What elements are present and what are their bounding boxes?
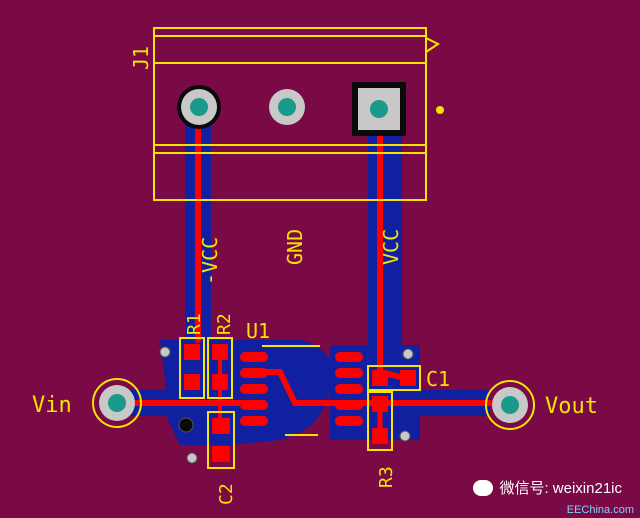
vias (159, 346, 414, 464)
r3-resistor (367, 391, 393, 451)
label-c1: C1 (426, 367, 450, 391)
j1-pad-gnd (269, 89, 305, 125)
label-j1: J1 (129, 46, 153, 70)
j1-pad-negvcc (177, 85, 221, 129)
label-neg-vcc: -VCC (198, 237, 222, 285)
label-vin: Vin (32, 393, 72, 418)
wechat-icon (473, 479, 494, 496)
c1-capacitor (367, 365, 421, 391)
pin1-marker-dot (436, 106, 444, 114)
label-gnd: GND (283, 229, 307, 265)
vin-pad (92, 378, 142, 428)
j1-connector (153, 27, 440, 201)
watermark: 微信号: weixin21ic (473, 477, 622, 498)
watermark-text: 微信号: weixin21ic (499, 480, 622, 497)
r1-resistor (179, 337, 205, 399)
r2-resistor (207, 337, 233, 399)
label-vout: Vout (545, 394, 598, 419)
u1-pads (240, 352, 363, 426)
label-r3: R3 (376, 466, 397, 488)
label-r1: R1 (184, 313, 205, 335)
j1-pad-vcc (352, 82, 406, 136)
u1-outline (262, 345, 320, 436)
label-u1: U1 (246, 319, 270, 343)
label-r2: R2 (214, 313, 235, 335)
watermark-site: EEChina.com (566, 504, 634, 516)
vout-pad (485, 380, 535, 430)
label-vcc: VCC (379, 229, 403, 265)
label-c2: C2 (216, 483, 237, 505)
c2-capacitor (207, 411, 235, 469)
